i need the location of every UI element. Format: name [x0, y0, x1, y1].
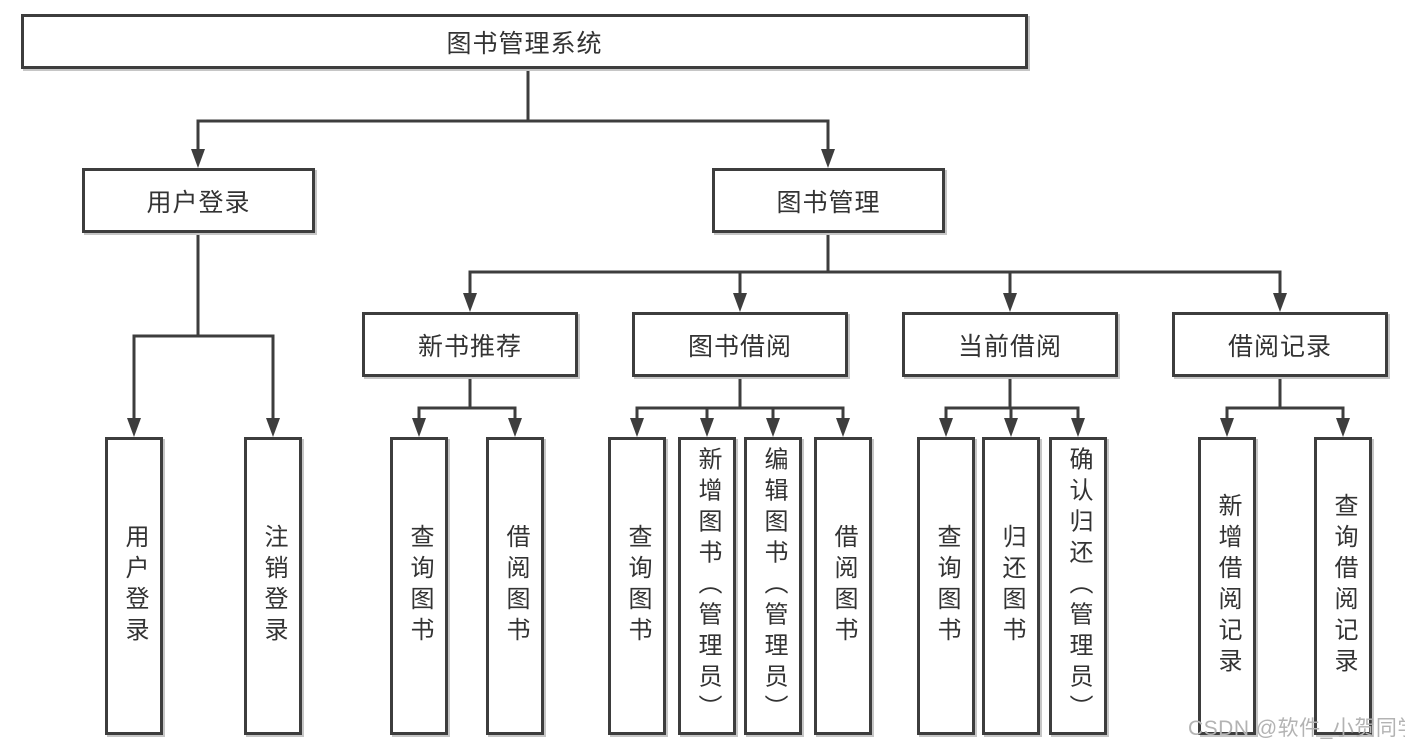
node-current-borrowing: 当前借阅	[902, 312, 1118, 377]
arrowhead	[1003, 293, 1017, 312]
arrowhead	[700, 418, 714, 437]
leaf-return-books: 归还图书	[982, 437, 1040, 735]
arrowhead	[412, 418, 426, 437]
node-borrowing-records-label: 借阅记录	[1227, 332, 1332, 361]
node-book-borrowing-label: 图书借阅	[687, 332, 792, 361]
node-borrowing-records: 借阅记录	[1172, 312, 1388, 377]
leaf-query-borrow-record-label: 查询借阅记录	[1330, 493, 1357, 679]
node-new-book-recommend: 新书推荐	[362, 312, 578, 377]
leaf-return-books-label: 归还图书	[998, 524, 1025, 648]
leaf-edit-books-admin-label: 编辑图书（管理员）	[760, 446, 787, 726]
node-current-borrowing-label: 当前借阅	[957, 332, 1062, 361]
leaf-borrow-books-borrowing: 借阅图书	[814, 437, 872, 735]
arrowhead	[191, 149, 205, 168]
arrowhead	[733, 293, 747, 312]
connector-book-management-branch	[463, 233, 1287, 312]
arrowhead	[836, 418, 850, 437]
leaf-borrow-books-recommend: 借阅图书	[486, 437, 544, 735]
arrowhead	[1071, 418, 1085, 437]
node-book-borrowing: 图书借阅	[632, 312, 848, 377]
node-root-label: 图书管理系统	[446, 29, 603, 58]
arrowhead	[766, 418, 780, 437]
arrowhead	[630, 418, 644, 437]
arrowhead	[463, 293, 477, 312]
csdn-watermark: CSDN @软件_小贺同学	[1188, 717, 1405, 740]
leaf-add-books-admin-label: 新增图书（管理员）	[694, 446, 721, 726]
leaf-logout-label: 注销登录	[260, 524, 287, 648]
connector-user-login-branch	[127, 233, 280, 437]
arrowhead	[1220, 418, 1234, 437]
connector-current-borrowing-branch	[939, 377, 1085, 437]
leaf-edit-books-admin: 编辑图书（管理员）	[744, 437, 802, 735]
arrowhead	[508, 418, 522, 437]
leaf-logout: 注销登录	[244, 437, 302, 735]
leaf-user-login: 用户登录	[105, 437, 163, 735]
node-new-book-recommend-label: 新书推荐	[417, 332, 522, 361]
leaf-query-books-recommend-label: 查询图书	[406, 524, 433, 648]
connector-borrowing-records-branch	[1220, 377, 1350, 437]
leaf-query-books-recommend: 查询图书	[390, 437, 448, 735]
node-user-login-label: 用户登录	[146, 188, 251, 217]
node-book-management-label: 图书管理	[776, 188, 881, 217]
leaf-query-books-current: 查询图书	[917, 437, 975, 735]
leaf-add-borrow-record-label: 新增借阅记录	[1214, 493, 1241, 679]
leaf-borrow-books-recommend-label: 借阅图书	[502, 524, 529, 648]
leaf-borrow-books-borrowing-label: 借阅图书	[830, 524, 857, 648]
leaf-user-login-label: 用户登录	[121, 524, 148, 648]
leaf-query-books-borrowing-label: 查询图书	[624, 524, 651, 648]
node-root-library-system: 图书管理系统	[21, 14, 1028, 69]
arrowhead	[939, 418, 953, 437]
arrowhead	[266, 418, 280, 437]
arrowhead	[1004, 418, 1018, 437]
node-book-management: 图书管理	[712, 168, 945, 233]
connector-root-to-level2	[191, 69, 835, 168]
leaf-query-borrow-record: 查询借阅记录	[1314, 437, 1372, 735]
node-user-login: 用户登录	[82, 168, 315, 233]
connector-new-book-recommend-branch	[412, 377, 522, 437]
connector-book-borrowing-branch	[630, 377, 850, 437]
leaf-confirm-return-admin: 确认归还（管理员）	[1049, 437, 1107, 735]
arrowhead	[1273, 293, 1287, 312]
arrowhead	[1336, 418, 1350, 437]
arrowhead	[127, 418, 141, 437]
leaf-add-books-admin: 新增图书（管理员）	[678, 437, 736, 735]
arrowhead	[821, 149, 835, 168]
leaf-query-books-borrowing: 查询图书	[608, 437, 666, 735]
leaf-confirm-return-admin-label: 确认归还（管理员）	[1065, 446, 1092, 726]
leaf-query-books-current-label: 查询图书	[933, 524, 960, 648]
leaf-add-borrow-record: 新增借阅记录	[1198, 437, 1256, 735]
